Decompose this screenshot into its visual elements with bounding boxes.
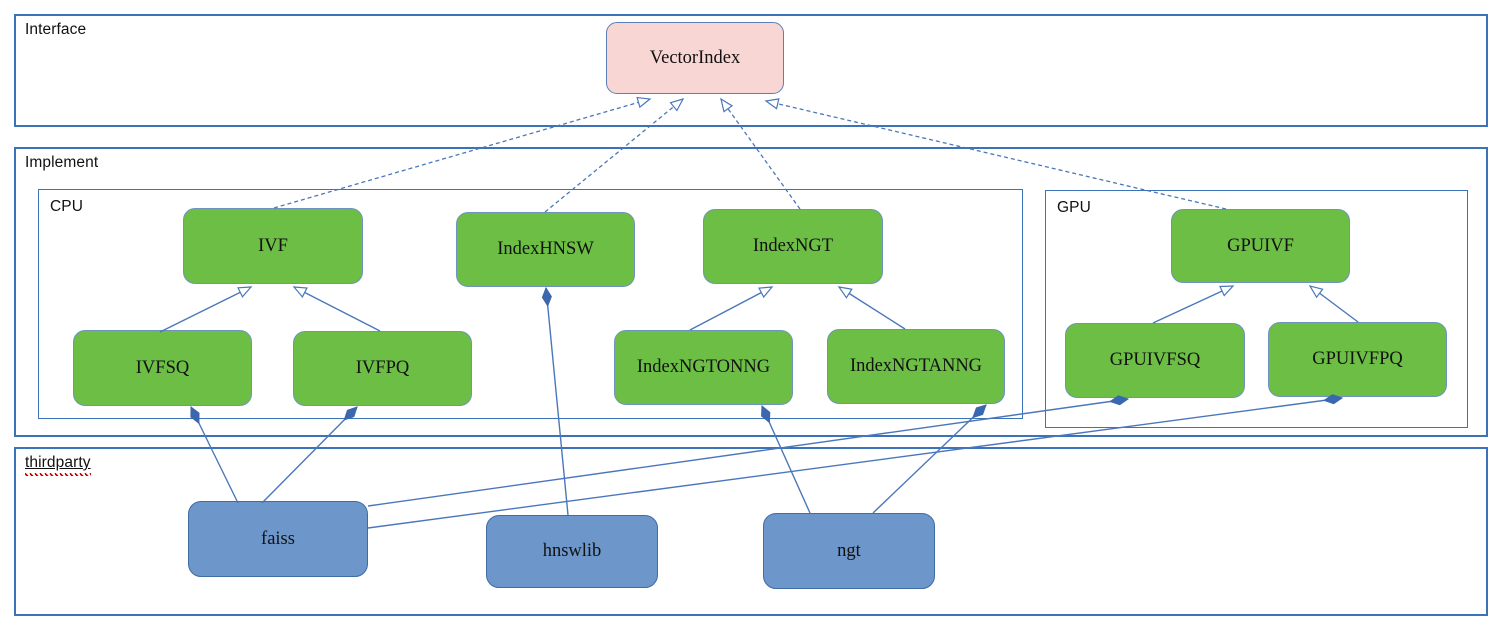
node-ngt-label: ngt (837, 540, 861, 561)
node-gpuivf-label: GPUIVF (1227, 235, 1294, 256)
node-indexngtonng[interactable]: IndexNGTONNG (614, 330, 793, 405)
node-faiss-label: faiss (261, 528, 295, 549)
group-thirdparty-label: thirdparty (25, 454, 91, 476)
node-ivfsq[interactable]: IVFSQ (73, 330, 252, 406)
node-hnswlib-label: hnswlib (542, 541, 602, 561)
node-indexngt[interactable]: IndexNGT (703, 209, 883, 284)
node-ivf-label: IVF (258, 235, 288, 256)
node-indexngt-label: IndexNGT (752, 236, 834, 256)
node-indexhnsw-label: IndexHNSW (497, 239, 594, 259)
node-indexngtanng-label: IndexNGTANNG (849, 356, 983, 376)
node-ngt[interactable]: ngt (763, 513, 935, 589)
node-indexngtanng[interactable]: IndexNGTANNG (827, 329, 1005, 404)
node-vectorindex-label: VectorIndex (649, 47, 741, 68)
node-gpuivf[interactable]: GPUIVF (1171, 209, 1350, 283)
node-vectorindex[interactable]: VectorIndex (606, 22, 784, 94)
node-gpuivfsq-label: GPUIVFSQ (1109, 350, 1201, 370)
node-gpuivfpq-label: GPUIVFPQ (1312, 349, 1403, 369)
node-ivfsq-label: IVFSQ (135, 357, 190, 378)
group-implement-label: Implement (25, 154, 99, 171)
group-interface-label: Interface (25, 21, 87, 38)
node-ivfpq-label: IVFPQ (355, 358, 410, 378)
group-gpu-label: GPU (1057, 199, 1091, 216)
node-indexngtonng-label: IndexNGTONNG (636, 357, 771, 377)
node-faiss[interactable]: faiss (188, 501, 368, 577)
node-ivf[interactable]: IVF (183, 208, 363, 284)
group-cpu-label: CPU (50, 198, 84, 215)
node-ivfpq[interactable]: IVFPQ (293, 331, 472, 406)
node-gpuivfsq[interactable]: GPUIVFSQ (1065, 323, 1245, 398)
node-gpuivfpq[interactable]: GPUIVFPQ (1268, 322, 1447, 397)
node-hnswlib[interactable]: hnswlib (486, 515, 658, 588)
node-indexhnsw[interactable]: IndexHNSW (456, 212, 635, 287)
